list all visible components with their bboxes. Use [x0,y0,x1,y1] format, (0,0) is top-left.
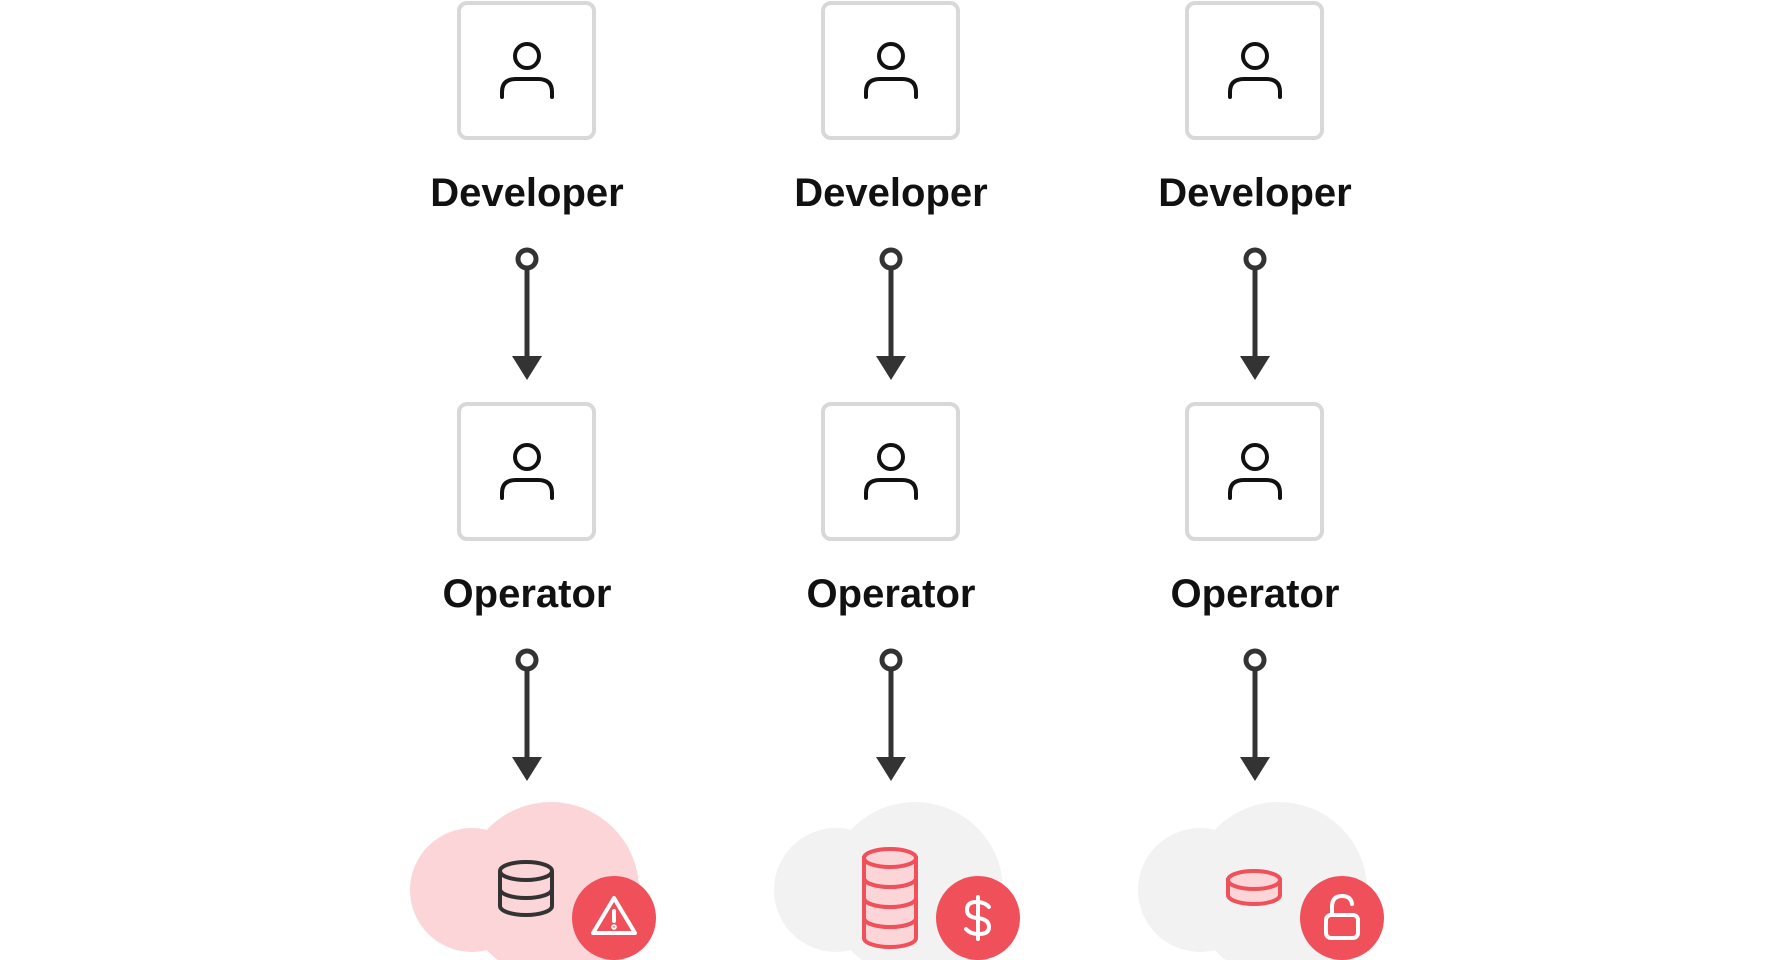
warning-icon [591,896,637,935]
database-icon [498,860,554,917]
arrow-connector [512,648,542,781]
column-2: Developer Operator [774,1,1020,960]
user-icon [1228,42,1282,99]
database-icon [1226,869,1282,906]
dollar-badge [936,876,1020,960]
connector-start-dot [515,247,539,271]
arrow-down-icon [1240,757,1270,781]
warning-badge [572,876,656,960]
connector-start-dot [1243,247,1267,271]
arrow-down-icon [876,757,906,781]
operator-label: Operator [807,572,976,616]
developer-label: Developer [794,171,987,215]
arrow-connector [1240,648,1270,781]
arrow-connector [876,247,906,380]
user-icon [500,443,554,500]
operator-box [457,402,596,541]
connector-start-dot [879,648,903,672]
connector-start-dot [879,247,903,271]
arrow-connector [876,648,906,781]
developer-label: Developer [1158,171,1351,215]
developer-box [457,1,596,140]
user-icon [864,42,918,99]
connector-start-dot [1243,648,1267,672]
arrow-down-icon [1240,356,1270,380]
developer-box [1185,1,1324,140]
unlock-icon [1324,894,1360,940]
arrow-down-icon [512,356,542,380]
operator-box [1185,402,1324,541]
connector-start-dot [515,648,539,672]
operator-label: Operator [1171,572,1340,616]
database-stack-icon [862,847,918,949]
column-3: Developer Operator [1138,1,1384,960]
arrow-down-icon [876,356,906,380]
column-1: Developer Operator [410,1,656,960]
user-icon [864,443,918,500]
developer-label: Developer [430,171,623,215]
unlock-badge [1300,876,1384,960]
user-icon [1228,443,1282,500]
operator-label: Operator [443,572,612,616]
user-icon [500,42,554,99]
dollar-icon [964,895,992,941]
arrow-down-icon [512,757,542,781]
developer-box [821,1,960,140]
arrow-connector [1240,247,1270,380]
operator-box [821,402,960,541]
arrow-connector [512,247,542,380]
